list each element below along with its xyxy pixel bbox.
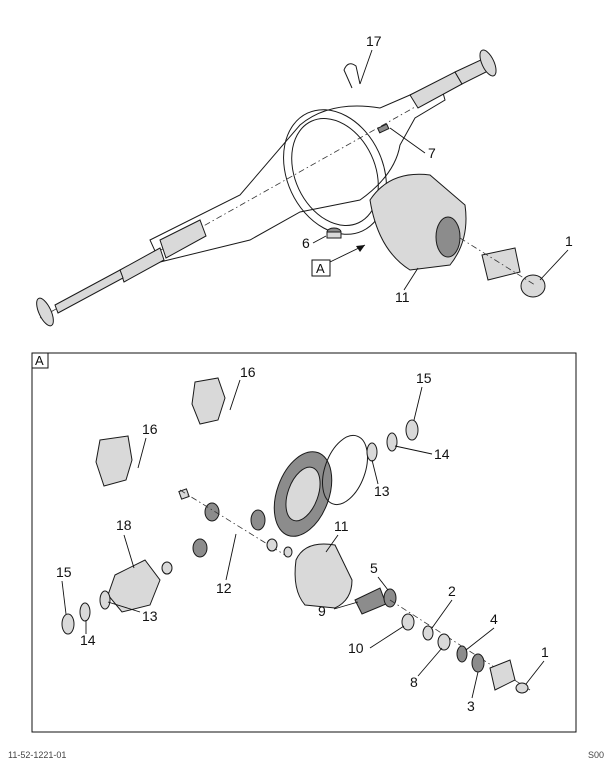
detail-a-label: A (35, 353, 44, 368)
callout-2: 2 (448, 583, 456, 599)
bearing-cap-upper (191, 377, 226, 425)
housing-flange-bolt-circle (291, 118, 379, 226)
right-wheel-flange (479, 49, 497, 77)
callout-14-lower: 14 (80, 632, 96, 648)
gear-shim-ring (322, 434, 368, 506)
bearing-cup-8 (437, 633, 451, 651)
pinion-washer (266, 538, 278, 552)
breather-hose (343, 63, 361, 89)
callout-8: 8 (410, 674, 418, 690)
bearing-cone-left (99, 590, 111, 610)
detail-parts (61, 377, 531, 694)
figure-id: 11-52-1221-01 (8, 750, 66, 760)
spacer-2 (422, 625, 434, 641)
callout-9: 9 (318, 603, 326, 619)
view-a-arrowhead (356, 245, 365, 252)
thrust-washer (178, 488, 190, 500)
top-callouts: 17 7 6 1 11 (302, 33, 573, 305)
callout-1-detail: 1 (541, 644, 549, 660)
pinion-nut (520, 274, 546, 298)
callout-3: 3 (467, 698, 475, 714)
callout-1-top: 1 (565, 233, 573, 249)
callout-7: 7 (428, 145, 436, 161)
callout-10: 10 (348, 640, 364, 656)
callout-14-upper: 14 (434, 446, 450, 462)
callout-16-lower: 16 (142, 421, 158, 437)
callout-13-upper: 13 (374, 483, 390, 499)
callout-15-upper: 15 (416, 370, 432, 386)
detail-a-frame (31, 352, 577, 733)
spacer-10 (401, 613, 415, 631)
callout-13-lower: 13 (142, 608, 158, 624)
right-spindle (409, 71, 463, 109)
carrier-housing-detail (294, 543, 353, 609)
axle-housing (149, 81, 446, 263)
ring-gear-hub (285, 466, 321, 522)
callout-18: 18 (116, 517, 132, 533)
left-axle-shaft (119, 247, 165, 283)
callout-11-detail: 11 (334, 518, 349, 534)
detail-callouts: 16 15 16 14 13 11 18 12 5 15 9 13 14 2 1… (56, 364, 549, 714)
bearing-cone-right (366, 442, 378, 462)
view-a-box (311, 259, 331, 277)
nut-detail (515, 682, 529, 694)
left-wheel-flange (36, 297, 54, 327)
bearing-cup-right (386, 432, 398, 452)
axle-housing-view (36, 49, 546, 327)
view-a-reference: A (311, 244, 366, 277)
side-gear-washer (161, 561, 173, 575)
callout-4: 4 (490, 611, 498, 627)
callout-5: 5 (370, 560, 378, 576)
callout-6: 6 (302, 235, 310, 251)
housing-banjo-opening (283, 109, 387, 235)
side-gear-upper (204, 502, 220, 522)
side-gear-lower (192, 538, 208, 558)
figure-code: S00 (588, 750, 604, 760)
left-shaft-splines (54, 269, 124, 314)
callout-17: 17 (366, 33, 382, 49)
pinion-gear-upper (250, 509, 266, 531)
bearing-cup-left (79, 602, 91, 622)
adjuster-left (61, 613, 75, 635)
yoke-detail (489, 659, 516, 691)
pinion-centerline (459, 237, 536, 286)
bearing-cap-lower (95, 435, 133, 487)
drive-pinion (354, 587, 387, 615)
spider-washer (283, 546, 293, 558)
detail-a-tag (31, 352, 49, 369)
pinion-bearing-inner (383, 588, 397, 608)
left-spindle (159, 219, 207, 259)
drain-plug-body (326, 231, 342, 239)
carrier-pinion-bore (435, 216, 461, 258)
view-a-label: A (316, 261, 325, 276)
bearing-cone-4 (456, 645, 468, 663)
companion-yoke (481, 247, 521, 281)
callout-12: 12 (216, 580, 232, 596)
adjuster-right (405, 419, 419, 441)
callout-16-upper: 16 (240, 364, 256, 380)
fill-plug (376, 123, 390, 134)
seal-3 (471, 653, 485, 673)
callout-11-top: 11 (395, 289, 410, 305)
callout-15-lower: 15 (56, 564, 72, 580)
